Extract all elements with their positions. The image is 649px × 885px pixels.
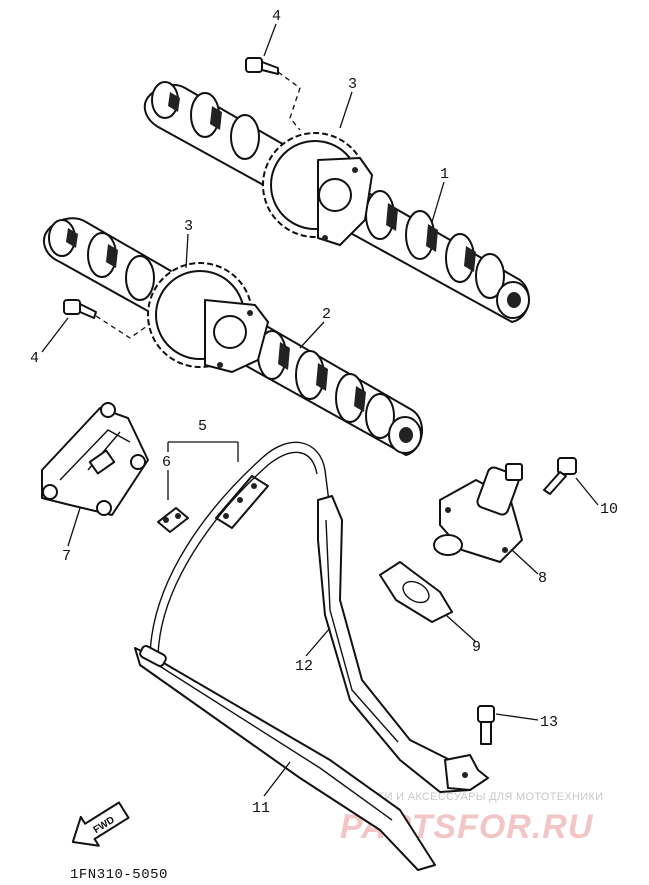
cam-sprocket-upper[interactable] bbox=[262, 132, 373, 246]
callout-7: 7 bbox=[62, 548, 71, 565]
callout-13: 13 bbox=[540, 714, 558, 731]
camshaft-cap[interactable] bbox=[41, 402, 149, 516]
chain-guide-tensioner-side[interactable] bbox=[317, 495, 489, 793]
callout-4-upper: 4 bbox=[272, 8, 281, 25]
timing-chain[interactable] bbox=[149, 441, 331, 661]
tensioner-bolt[interactable] bbox=[543, 457, 577, 495]
guide-bolt[interactable] bbox=[477, 705, 495, 745]
callout-10: 10 bbox=[600, 501, 618, 518]
callout-12: 12 bbox=[295, 658, 313, 675]
tensioner-gasket[interactable] bbox=[379, 561, 453, 623]
callout-3-lower: 3 bbox=[184, 218, 193, 235]
chain-tensioner[interactable] bbox=[433, 463, 523, 563]
diagram-code: 1FN310-5050 bbox=[70, 867, 168, 883]
callout-3-upper: 3 bbox=[348, 76, 357, 93]
cam-sprocket-lower[interactable] bbox=[147, 262, 269, 373]
sprocket-bolt-upper[interactable] bbox=[245, 57, 279, 75]
callout-9: 9 bbox=[472, 639, 481, 656]
forward-arrow-icon: FWD bbox=[71, 801, 130, 847]
callout-11: 11 bbox=[252, 800, 270, 817]
callout-6: 6 bbox=[162, 454, 171, 471]
sprocket-bolt-lower[interactable] bbox=[63, 299, 97, 319]
chain-joint-link[interactable] bbox=[157, 507, 189, 533]
callout-4-lower: 4 bbox=[30, 350, 39, 367]
callout-2: 2 bbox=[322, 306, 331, 323]
callout-5: 5 bbox=[198, 418, 207, 435]
watermark-tagline: ЗАПЧАСТИ И АКСЕССУАРЫ ДЛЯ МОТОТЕХНИКИ bbox=[332, 791, 603, 803]
callout-1: 1 bbox=[440, 166, 449, 183]
chain-guide-front[interactable] bbox=[134, 645, 436, 871]
chain-joint-plate[interactable] bbox=[215, 475, 269, 529]
callout-8: 8 bbox=[538, 570, 547, 587]
